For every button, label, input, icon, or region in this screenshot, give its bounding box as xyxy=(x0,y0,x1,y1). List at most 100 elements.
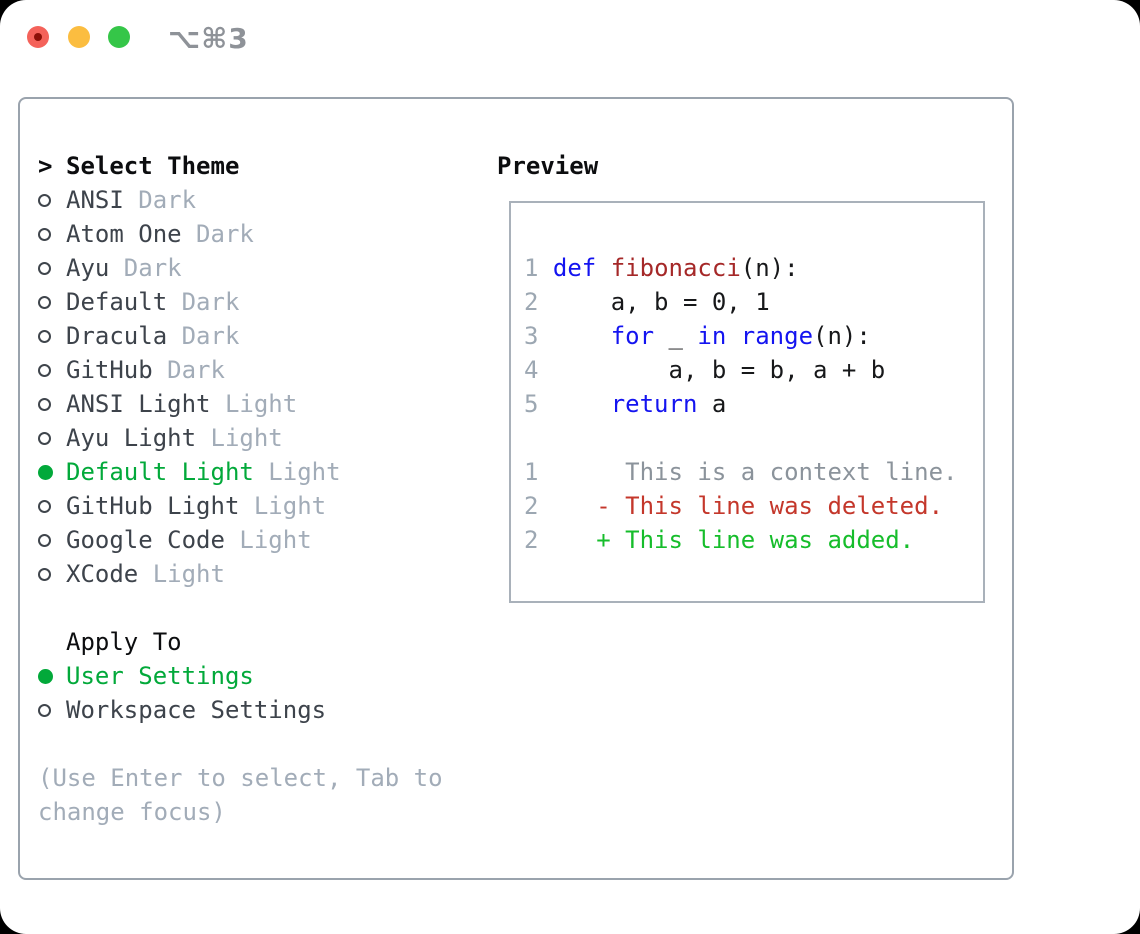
token-pl xyxy=(538,254,552,282)
theme-option[interactable]: ANSI Dark xyxy=(38,183,443,217)
zoom-button[interactable] xyxy=(108,26,130,48)
item-label: Atom One xyxy=(66,220,182,248)
code-line: 2 - This line was deleted. xyxy=(524,489,983,523)
item-variant: Dark xyxy=(167,322,240,350)
radio-unselected-icon xyxy=(38,227,51,241)
token-ctx: This is a context line. xyxy=(538,458,958,486)
code-line: 4 a, b = b, a + b xyxy=(524,353,983,387)
token-del: - This line was deleted. xyxy=(538,492,944,520)
spacer xyxy=(38,727,443,761)
radio-unselected-icon xyxy=(38,295,51,309)
radio-unselected-icon xyxy=(38,499,51,513)
token-pl: _ xyxy=(654,322,698,350)
preview-header: Preview xyxy=(497,152,599,180)
item-variant: Light xyxy=(196,424,283,452)
item-label: ANSI xyxy=(66,186,124,214)
code-line: 1 This is a context line. xyxy=(524,455,983,489)
radio-unselected-icon xyxy=(38,703,51,717)
apply-to-header: Apply To xyxy=(66,628,182,656)
radio-unselected-icon xyxy=(38,567,51,581)
token-kw: return xyxy=(610,390,698,418)
radio-unselected-icon xyxy=(38,363,51,377)
theme-option[interactable]: Ayu Dark xyxy=(38,251,443,285)
select-theme-header: Select Theme xyxy=(66,152,240,180)
code-line: 3 for _ in range(n): xyxy=(524,319,983,353)
hint-line-1: (Use Enter to select, Tab to xyxy=(38,764,443,792)
code-line: 2 + This line was added. xyxy=(524,523,983,557)
focus-caret-icon: > xyxy=(38,152,53,180)
token-fn: fibonacci xyxy=(610,254,741,282)
theme-option[interactable]: ANSI Light Light xyxy=(38,387,443,421)
token-kw: for xyxy=(610,322,655,350)
item-label: Default Light xyxy=(66,458,254,486)
apply-to-option[interactable]: User Settings xyxy=(38,659,443,693)
item-label: Ayu xyxy=(66,254,110,282)
token-num: 5 xyxy=(524,390,539,418)
radio-unselected-icon xyxy=(38,431,51,445)
token-pl: a, b = b, a + b xyxy=(538,356,886,384)
item-variant: Dark xyxy=(152,356,225,384)
item-variant: Light xyxy=(138,560,225,588)
hint-line-2: change focus) xyxy=(38,798,226,826)
radio-selected-icon xyxy=(38,668,53,684)
item-label: XCode xyxy=(66,560,139,588)
code-line xyxy=(524,421,983,455)
item-label: GitHub Light xyxy=(66,492,240,520)
spacer xyxy=(38,591,443,625)
item-variant: Light xyxy=(210,390,298,418)
item-label: Dracula xyxy=(66,322,168,350)
theme-option[interactable]: Dracula Dark xyxy=(38,319,443,353)
item-label: User Settings xyxy=(66,662,254,690)
radio-unselected-icon xyxy=(38,329,51,343)
radio-selected-icon xyxy=(38,464,53,480)
item-variant: Dark xyxy=(167,288,240,316)
theme-option[interactable]: XCode Light xyxy=(38,557,443,591)
token-num: 2 xyxy=(524,492,539,520)
token-num: 1 xyxy=(524,458,539,486)
close-button[interactable] xyxy=(27,26,49,48)
theme-option[interactable]: Default Dark xyxy=(38,285,443,319)
code-line: 2 a, b = 0, 1 xyxy=(524,285,983,319)
token-pl xyxy=(538,322,610,350)
token-num: 1 xyxy=(524,254,539,282)
token-kw: in xyxy=(697,322,727,350)
token-pl xyxy=(538,390,610,418)
radio-unselected-icon xyxy=(38,193,51,207)
token-num: 3 xyxy=(524,322,539,350)
theme-option[interactable]: Ayu Light Light xyxy=(38,421,443,455)
item-variant: Dark xyxy=(109,254,182,282)
item-variant: Light xyxy=(224,526,312,554)
item-label: Default xyxy=(66,288,168,316)
theme-option[interactable]: GitHub Light Light xyxy=(38,489,443,523)
radio-unselected-icon xyxy=(38,261,51,275)
token-pl xyxy=(596,254,610,282)
radio-unselected-icon xyxy=(38,397,51,411)
item-label: Ayu Light xyxy=(66,424,197,452)
token-pl: (n): xyxy=(740,254,799,282)
theme-option[interactable]: GitHub Dark xyxy=(38,353,443,387)
item-label: GitHub xyxy=(66,356,153,384)
token-kw: def xyxy=(552,254,597,282)
code-line: 5 return a xyxy=(524,387,983,421)
theme-option[interactable]: Default Light Light xyxy=(38,455,443,489)
item-variant: Light xyxy=(239,492,327,520)
theme-option[interactable]: Atom One Dark xyxy=(38,217,443,251)
token-num: 4 xyxy=(524,356,539,384)
theme-option[interactable]: Google Code Light xyxy=(38,523,443,557)
radio-unselected-icon xyxy=(38,533,51,547)
token-num: 2 xyxy=(524,288,539,316)
item-label: Workspace Settings xyxy=(66,696,327,724)
token-pl: a, b = 0, 1 xyxy=(538,288,770,316)
item-variant: Light xyxy=(253,458,341,486)
close-dot-icon xyxy=(34,33,42,41)
item-variant: Dark xyxy=(181,220,254,248)
select-theme-header-row: > Select Theme xyxy=(38,149,443,183)
minimize-button[interactable] xyxy=(68,26,90,48)
apply-to-option[interactable]: Workspace Settings xyxy=(38,693,443,727)
item-label: ANSI Light xyxy=(66,390,211,418)
